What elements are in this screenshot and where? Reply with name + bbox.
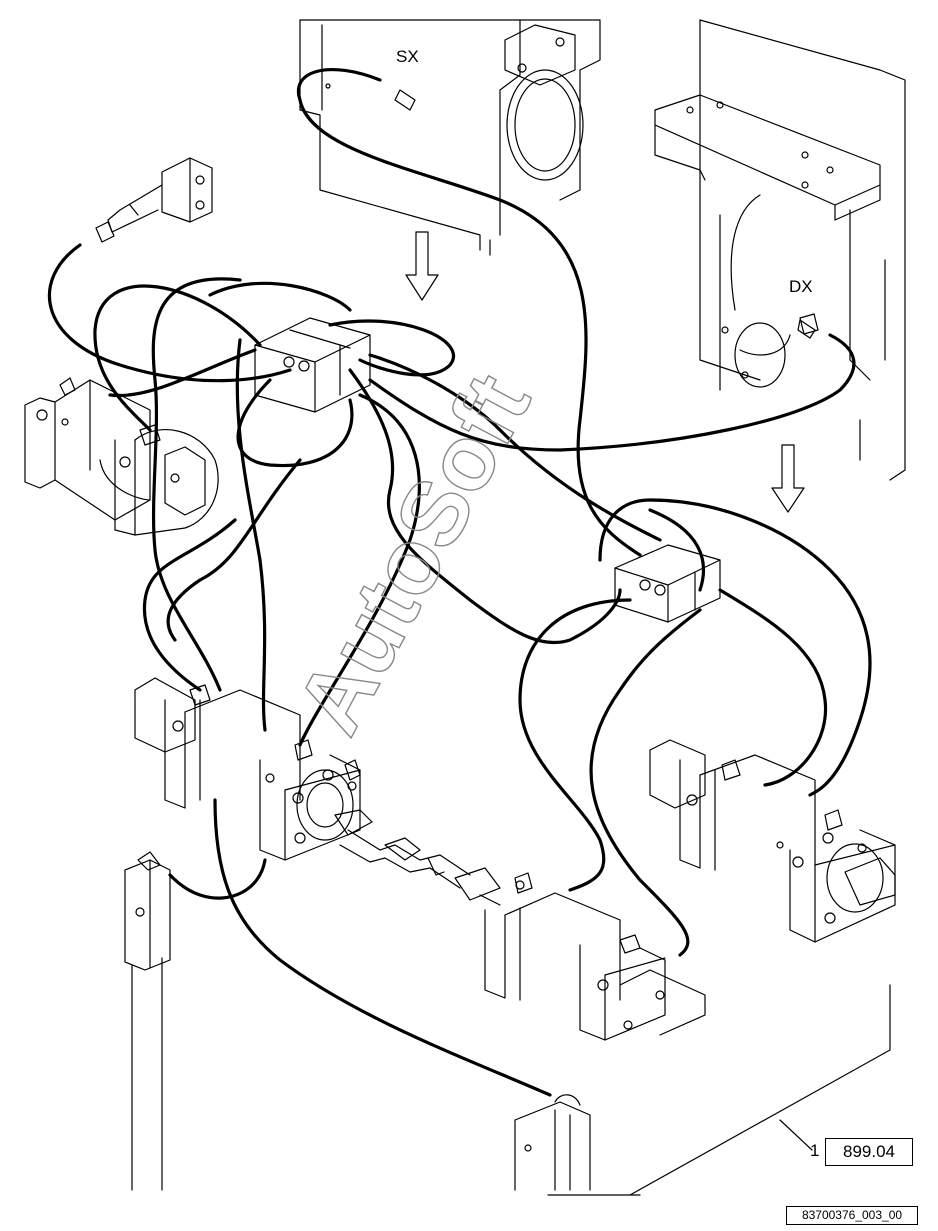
hose-block-mid-cross [368,353,662,542]
support-post-left [124,851,171,1191]
fitting-dx [799,313,819,335]
hose-center-to-lower [166,458,302,642]
flow-arrow-left [405,231,439,301]
hydraulic-motor-center [134,677,361,861]
label-dx: DX [789,277,813,296]
hose-block-big-loop [208,281,352,312]
hose-right-block-loop [598,498,872,797]
hydraulic-motor-right [649,739,896,943]
label-sx: SX [396,47,419,66]
hydraulic-hoses [47,68,872,1097]
hose-right-block-to-lower-motor [518,598,632,892]
hose-right-block-side [648,508,705,592]
hydraulic-motor-lower-center [484,872,706,1041]
hose-block-to-right-block [348,368,622,645]
hydraulic-motor-upper-left [24,377,219,536]
support-post-center [514,1094,641,1196]
flow-arrow-right [771,444,805,513]
distribution-block-right [614,544,721,623]
pressure-sensor [95,157,213,243]
callout-leader [629,984,891,1196]
frame-right-outline [654,19,906,481]
hose-sensor-to-block [47,243,292,383]
hose-center-motor-to-post [168,858,267,900]
hose-block-to-center-motor-a [108,348,257,398]
hose-block-to-dx [368,333,856,452]
hose-left-around [151,277,242,692]
hose-center-motor-to-post-center [213,798,552,1097]
hose-sx-loop [296,68,642,557]
distribution-block-left [254,317,371,413]
hose-block-to-center-motor-c [298,393,421,747]
hose-right-block-to-lower-motor-b [589,608,702,957]
callout-reference-box: 899.04 [825,1138,913,1166]
hose-left-motor-to-center [142,518,237,692]
hose-block-to-center-motor-b [235,338,267,732]
drawing-id: 83700376_003_00 [786,1206,918,1225]
hose-block-loop-top [93,284,262,432]
hose-block-loop-right [328,319,455,377]
frame-left-outline [299,19,601,256]
watermark: AutoSoft [278,359,550,750]
callout-item-number: 1 [810,1141,820,1160]
drive-shaft [334,809,501,906]
hose-block-down-left [236,378,354,468]
hose-right-block-to-right-motor [718,588,828,787]
